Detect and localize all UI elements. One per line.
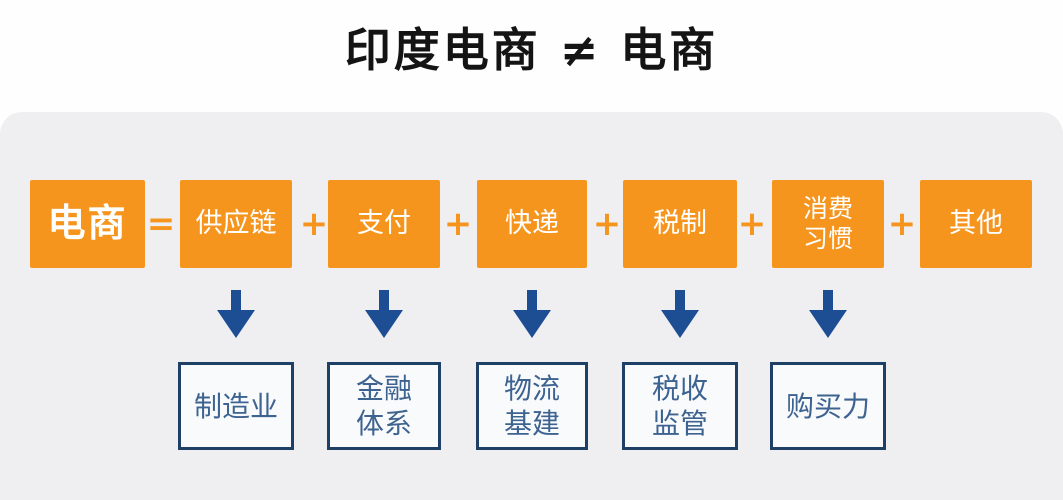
plus-sign: + [737,204,767,244]
outcome-box-manufacturing: 制造业 [178,362,294,450]
outcome-box-purchasing-power: 购买力 [770,362,886,450]
outcome-label-tax-supervision: 税收 监管 [651,372,708,440]
term-box-express-delivery: 快递 [477,180,587,268]
term-box-other: 其他 [920,180,1032,268]
equals-sign: = [146,204,176,244]
term-label-payment: 支付 [357,207,411,239]
outcome-label-financial-system: 金融 体系 [355,372,412,440]
outcome-label-manufacturing: 制造业 [193,389,278,423]
outcome-box-financial-system: 金融 体系 [327,362,441,450]
term-box-ecommerce: 电商 [30,180,145,268]
term-box-tax-system: 税制 [623,180,737,268]
down-arrow-icon [217,290,255,338]
term-label-supply-chain: 供应链 [195,207,277,239]
term-box-payment: 支付 [328,180,440,268]
plus-sign: + [443,204,473,244]
term-label-tax-system: 税制 [653,207,707,239]
term-label-consumption-habits: 消费 习惯 [802,194,853,253]
term-box-supply-chain: 供应链 [180,180,292,268]
plus-sign: + [592,204,622,244]
plus-sign: + [887,204,917,244]
down-arrow-icon [809,290,847,338]
down-arrow-icon [661,290,699,338]
title-band: 印度电商 ≠ 电商 [0,0,1063,112]
plus-sign: + [299,204,329,244]
outcome-box-tax-supervision: 税收 监管 [622,362,738,450]
page-title: 印度电商 ≠ 电商 [344,23,719,77]
outcome-box-logistics-infrastructure: 物流 基建 [476,362,588,450]
outcome-label-purchasing-power: 购买力 [785,389,870,423]
down-arrow-icon [365,290,403,338]
outcome-label-logistics-infrastructure: 物流 基建 [503,372,560,440]
term-label-ecommerce: 电商 [47,201,128,246]
term-label-express-delivery: 快递 [505,207,559,239]
down-arrow-icon [513,290,551,338]
term-label-other: 其他 [949,207,1003,239]
term-box-consumption-habits: 消费 习惯 [772,180,884,268]
